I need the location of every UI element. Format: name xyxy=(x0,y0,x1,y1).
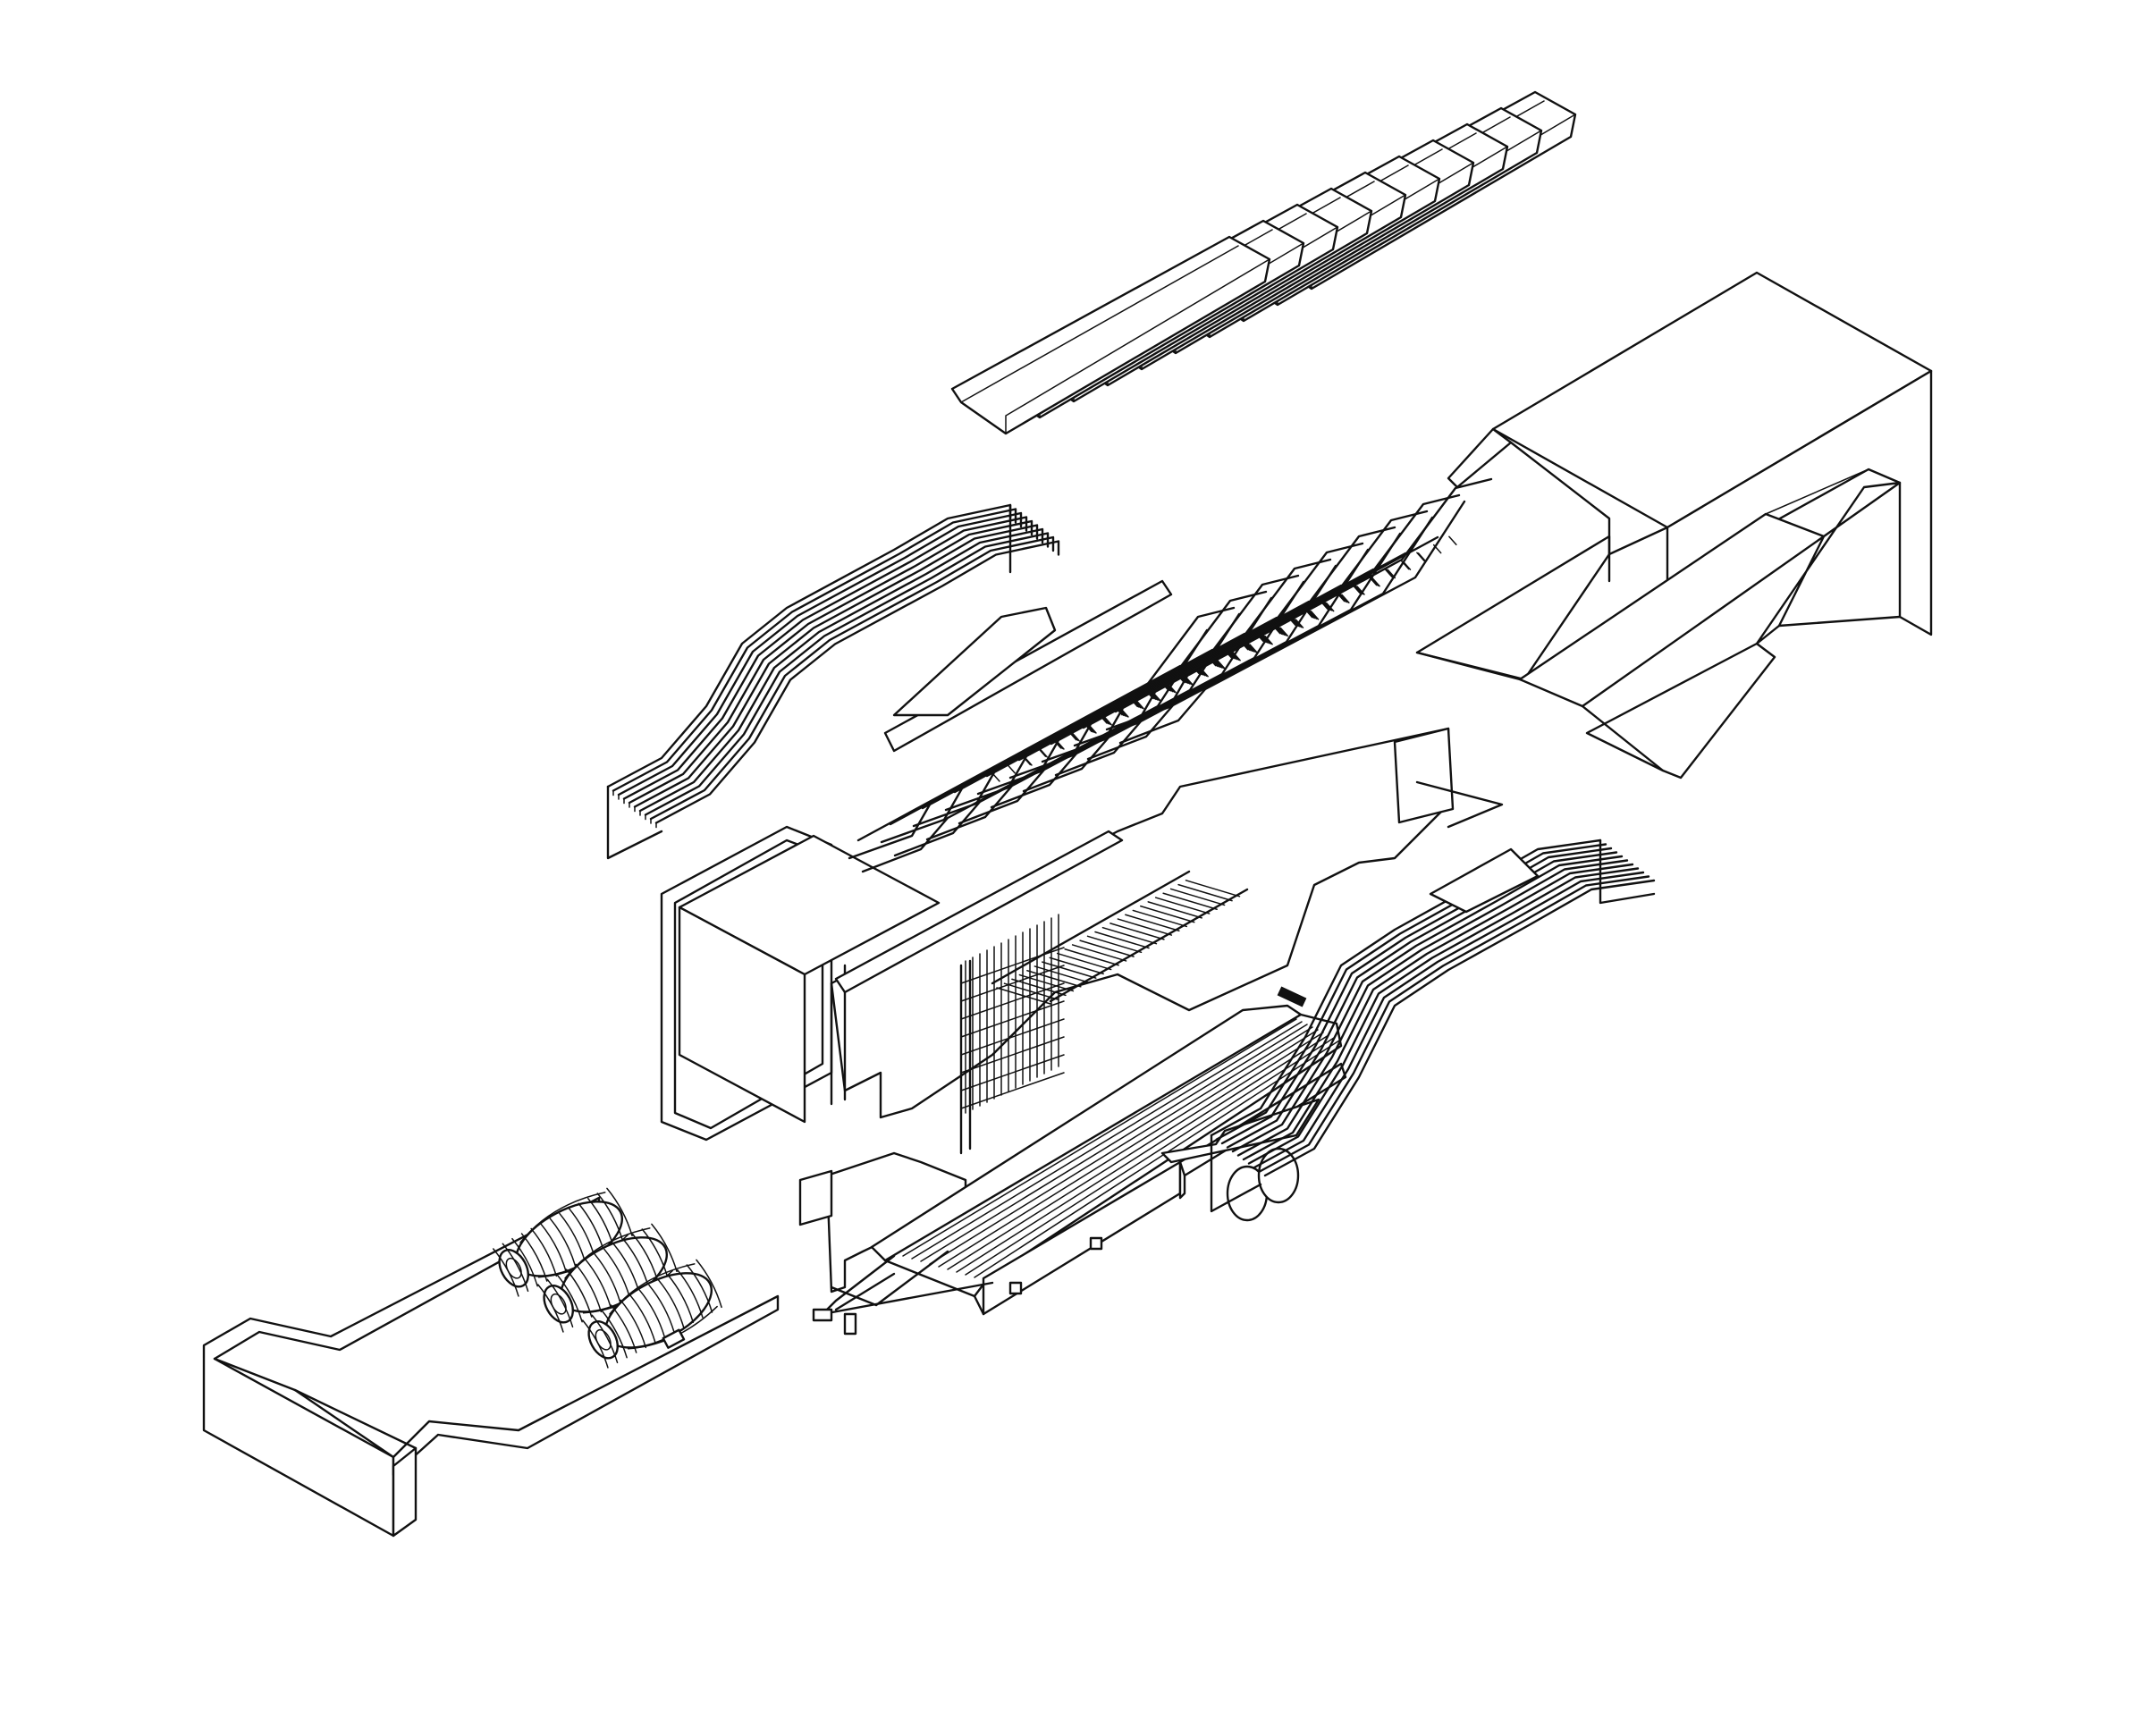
ramp-step xyxy=(1169,888,1226,906)
wave-fin xyxy=(1220,847,1613,1145)
seat-rail xyxy=(1041,510,1429,763)
fin-edge xyxy=(1599,839,1656,905)
seat-rail xyxy=(1073,493,1461,747)
left-wave-fins xyxy=(606,503,1060,860)
roof-slats xyxy=(950,90,1577,435)
ramp-step xyxy=(1101,926,1158,945)
ramp-step xyxy=(1117,918,1173,936)
ramp-step xyxy=(1026,970,1082,988)
fin-cap xyxy=(1429,847,1540,914)
right-wave-fins xyxy=(1210,839,1656,1213)
ramp-step xyxy=(1042,961,1097,979)
wave-fin xyxy=(1231,855,1624,1153)
seat-rail xyxy=(1105,477,1493,731)
pod xyxy=(582,1259,722,1369)
ramp-step xyxy=(1162,892,1218,910)
deck-plank xyxy=(920,1024,1308,1262)
wave-fin xyxy=(1215,843,1607,1141)
wave-fin xyxy=(644,532,1050,816)
wave-fin xyxy=(1263,879,1656,1177)
ramp-step xyxy=(1177,883,1233,902)
ramp-step xyxy=(1086,935,1143,954)
ramp-step xyxy=(1109,923,1165,940)
deck-plank xyxy=(929,1026,1313,1265)
wave-fin xyxy=(612,508,1017,792)
wave-fin xyxy=(1226,851,1618,1149)
ramp-step xyxy=(1056,952,1112,971)
ramp-step xyxy=(1132,909,1188,928)
ramp-step xyxy=(1003,982,1059,1000)
ramp-step xyxy=(1011,978,1067,997)
ramp-step xyxy=(1125,914,1180,932)
wave-fin xyxy=(1242,863,1634,1161)
wave-fin xyxy=(1253,871,1645,1169)
deck-plank xyxy=(956,1034,1329,1273)
wave-fin xyxy=(1236,859,1629,1157)
fin-edge xyxy=(606,785,663,860)
pods xyxy=(493,1187,722,1369)
wave-fin xyxy=(638,527,1044,813)
wave-fin xyxy=(654,540,1060,824)
ramp-step xyxy=(1185,880,1241,897)
canopy-shell xyxy=(1415,271,1933,780)
wave-fin xyxy=(1210,839,1602,1137)
deck-plank xyxy=(938,1029,1319,1268)
deck-plank xyxy=(911,1021,1303,1260)
ramp-step xyxy=(1049,956,1104,975)
roof-slat xyxy=(950,235,1271,435)
deck-plank xyxy=(947,1032,1324,1270)
ramp-step xyxy=(1140,905,1195,923)
wave-fin xyxy=(633,524,1039,808)
ramp-step xyxy=(1147,901,1202,919)
wave-fin xyxy=(1247,867,1640,1165)
ramp-step xyxy=(1064,948,1119,966)
ramp-step xyxy=(1071,944,1127,962)
wave-fin xyxy=(617,511,1023,796)
pod xyxy=(537,1223,678,1333)
wave-fin xyxy=(606,503,1012,788)
deck-plank xyxy=(902,1018,1297,1257)
wave-fin xyxy=(649,535,1055,821)
deck-plank xyxy=(965,1037,1335,1276)
ramp-step xyxy=(996,987,1051,1005)
ramp-step xyxy=(1079,940,1135,957)
trailer-chassis xyxy=(798,959,1347,1336)
ramp-step xyxy=(1094,931,1150,949)
pod xyxy=(493,1187,633,1297)
base-tray xyxy=(202,1196,780,1538)
wave-fin xyxy=(622,516,1028,800)
ramp-step xyxy=(1018,973,1075,992)
wave-fin xyxy=(1258,875,1650,1173)
ramp-step xyxy=(1154,897,1211,914)
seating-module xyxy=(660,477,1504,1142)
fin-edge xyxy=(1210,1133,1262,1213)
ramp-step xyxy=(1034,965,1090,983)
